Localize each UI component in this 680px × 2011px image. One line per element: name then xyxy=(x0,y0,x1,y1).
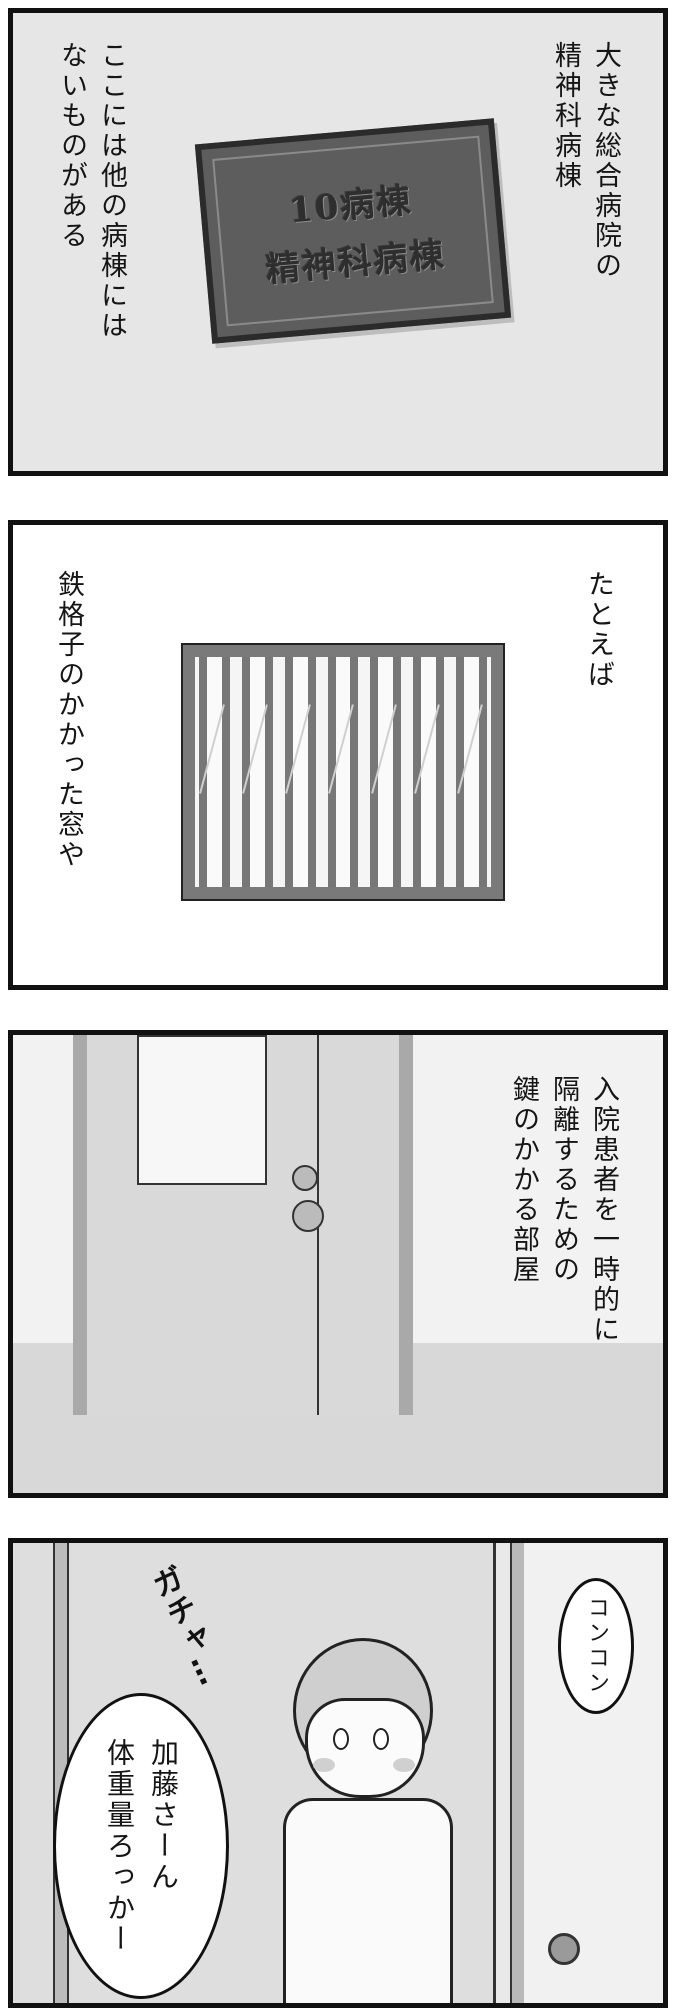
narration: 入院患者を一時的に 隔離するための 鍵のかかる部屋 xyxy=(508,1075,619,1345)
narration-left: 鉄格子のかかった窓や xyxy=(53,570,84,870)
window-bar xyxy=(284,657,316,887)
knock-bubble: コンコン xyxy=(558,1578,634,1714)
window-bar xyxy=(370,657,402,887)
window-bar xyxy=(456,657,488,887)
eye-icon xyxy=(333,1728,349,1750)
panel-3: 入院患者を一時的に 隔離するための 鍵のかかる部屋 xyxy=(8,1030,668,1498)
narration-left: ここには他の病棟には ないものがある xyxy=(56,41,127,341)
ward-sign: 10病棟 精神科病棟 xyxy=(194,118,512,344)
narration-right: たとえば xyxy=(583,570,614,690)
window-bar xyxy=(199,657,230,887)
panel-4: ガチャ… コンコン 加藤さーん 体重量ろっかー xyxy=(8,1538,668,2008)
barred-window xyxy=(181,643,505,901)
door-knob-icon xyxy=(292,1200,324,1232)
narration-right: 大きな総合病院の 精神科病棟 xyxy=(550,41,621,281)
speech-text: 加藤さーん 体重量ろっかー xyxy=(103,1737,180,1955)
door-window xyxy=(137,1035,267,1185)
window-bar xyxy=(413,657,445,887)
window-bar xyxy=(327,657,359,887)
eye-icon xyxy=(373,1728,389,1750)
panel-1: 10病棟 精神科病棟 大きな総合病院の 精神科病棟 ここには他の病棟には ないも… xyxy=(8,8,668,476)
panel-2: たとえば 鉄格子のかかった窓や xyxy=(8,520,668,990)
speech-bubble: 加藤さーん 体重量ろっかー xyxy=(53,1693,229,1999)
seclusion-room-door xyxy=(73,1035,413,1415)
nurse-uniform xyxy=(283,1798,453,2003)
door-knob-icon xyxy=(548,1933,580,1965)
window-bar xyxy=(241,657,273,887)
door-lock-icon xyxy=(292,1165,318,1191)
knock-text: コンコン xyxy=(584,1596,609,1696)
nurse-face xyxy=(305,1698,425,1798)
